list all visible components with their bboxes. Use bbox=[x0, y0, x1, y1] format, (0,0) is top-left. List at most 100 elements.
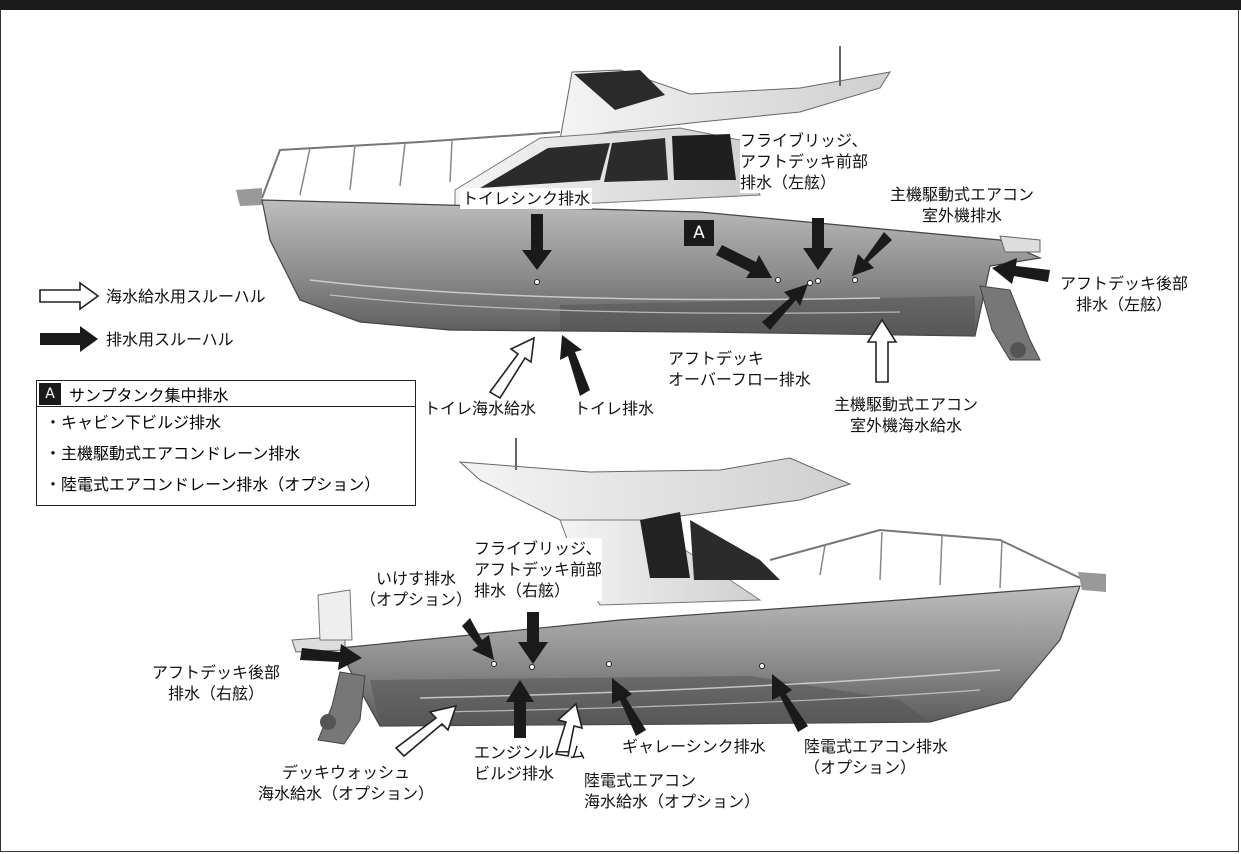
label-aircon-outdoor-drain: 主機駆動式エアコン 室外機排水 bbox=[890, 184, 1035, 226]
label-aircon-intake-l1: 主機駆動式エアコン bbox=[834, 395, 979, 414]
label-lower-flybridge: フライブリッジ、 アフトデッキ前部 排水（右舷） bbox=[474, 538, 603, 601]
diagram-frame bbox=[0, 10, 1239, 852]
legend-drain-arrow bbox=[40, 326, 98, 352]
upper-arrow-aft-rear bbox=[992, 258, 1050, 284]
upper-flybridge-shade bbox=[574, 70, 665, 110]
upper-strake-2 bbox=[329, 294, 901, 314]
upper-arrow-toilet-drain bbox=[560, 335, 590, 396]
upper-propeller bbox=[1010, 342, 1026, 358]
legend-intake-arrow bbox=[39, 281, 100, 311]
label-upper-flybridge-l1: フライブリッジ、 bbox=[740, 131, 868, 150]
lower-thruhull-flybridge bbox=[529, 664, 535, 670]
upper-thruhull-overflow bbox=[807, 280, 813, 286]
lower-arrow-flybridge bbox=[518, 612, 548, 664]
label-toilet-sink-drain: トイレシンク排水 bbox=[460, 188, 593, 209]
lower-thruhull-livewell bbox=[491, 661, 497, 667]
upper-window-1 bbox=[480, 143, 610, 188]
legend-intake-label: 海水給水用スルーハル bbox=[106, 287, 266, 306]
upper-strake-1 bbox=[309, 279, 881, 301]
label-engine-bilge: エンジンルーム ビルジ排水 bbox=[474, 742, 586, 784]
upper-window-2 bbox=[604, 138, 668, 182]
lower-propeller bbox=[320, 714, 336, 730]
upper-sump-badge: A bbox=[684, 220, 714, 246]
upper-swim-platform bbox=[999, 235, 1041, 253]
upper-thruhull-toilet-sink bbox=[534, 279, 540, 285]
sump-tank-box: A サンプタンク集中排水 ・キャビン下ビルジ排水 ・主機駆動式エアコンドレーン排… bbox=[36, 380, 416, 506]
upper-outdrive bbox=[979, 285, 1041, 361]
lower-window-2 bbox=[690, 520, 780, 580]
label-lower-flybridge-l3: 排水（右舷） bbox=[474, 581, 571, 600]
label-overflow-l1: アフトデッキ bbox=[668, 349, 765, 368]
label-shore-intake: 陸電式エアコン 海水給水（オプション） bbox=[584, 770, 760, 812]
upper-arrow-aircon-out bbox=[852, 232, 892, 276]
lower-rail-posts bbox=[819, 531, 1003, 589]
lower-thruhull-shore-drain bbox=[759, 663, 765, 669]
label-upper-aft-rear: アフトデッキ後部 排水（左舷） bbox=[1060, 273, 1188, 315]
label-shore-drain: 陸電式エアコン排水 （オプション） bbox=[804, 736, 948, 778]
lower-outdrive bbox=[317, 671, 366, 745]
label-upper-flybridge: フライブリッジ、 アフトデッキ前部 排水（左舷） bbox=[740, 130, 869, 193]
upper-arrow-toilet-intake bbox=[488, 336, 535, 400]
upper-anchor bbox=[236, 188, 262, 206]
lower-arrow-shore-drain bbox=[772, 674, 808, 732]
label-livewell-l1: いけす排水 bbox=[376, 569, 457, 588]
label-shore-drain-l2: （オプション） bbox=[804, 758, 917, 777]
label-lower-flybridge-l2: アフトデッキ前部 bbox=[474, 560, 603, 579]
label-livewell: いけす排水 （オプション） bbox=[360, 568, 472, 610]
label-shore-intake-l2: 海水給水（オプション） bbox=[584, 792, 761, 811]
label-livewell-l2: （オプション） bbox=[360, 590, 473, 609]
upper-arrow-sump bbox=[716, 245, 772, 278]
upper-window-3 bbox=[672, 134, 736, 180]
upper-thruhull-sump bbox=[775, 277, 781, 283]
label-lower-aft-rear: アフトデッキ後部 排水（右舷） bbox=[152, 662, 280, 704]
lower-arrow-galley bbox=[612, 678, 646, 736]
upper-arrow-flybridge bbox=[803, 218, 833, 270]
lower-arrow-deck-wash bbox=[394, 704, 458, 758]
upper-bow-rail bbox=[261, 131, 561, 199]
sump-badge: A bbox=[39, 382, 61, 405]
upper-hull-boottop bbox=[560, 296, 975, 336]
lower-thruhull-galley bbox=[606, 661, 612, 667]
top-bar bbox=[0, 0, 1241, 10]
lower-bow-rail bbox=[769, 528, 1081, 579]
label-shore-intake-l1: 陸電式エアコン bbox=[584, 771, 697, 790]
sump-item-engine-aircon-drain: ・主機駆動式エアコンドレーン排水 bbox=[45, 444, 301, 463]
label-aircon-intake: 主機駆動式エアコン 室外機海水給水 bbox=[834, 394, 978, 436]
label-aircon-outdoor-drain-l1: 主機駆動式エアコン bbox=[890, 185, 1035, 204]
upper-arrow-aircon-intake bbox=[866, 318, 898, 383]
lower-window-1 bbox=[640, 512, 690, 578]
label-upper-aft-rear-l1: アフトデッキ後部 bbox=[1060, 274, 1189, 293]
lower-transom-box bbox=[317, 589, 353, 641]
label-deck-wash-l1: デッキウォッシュ bbox=[282, 763, 411, 782]
legend-drain-label: 排水用スルーハル bbox=[106, 330, 234, 349]
upper-thruhull-flybridge bbox=[815, 278, 821, 284]
upper-arrow-overflow bbox=[762, 284, 808, 330]
label-lower-aft-rear-l1: アフトデッキ後部 bbox=[152, 663, 281, 682]
lower-strake-2 bbox=[439, 689, 981, 713]
sump-item-cabin-bilge: ・キャビン下ビルジ排水 bbox=[45, 413, 222, 432]
lower-flybridge bbox=[458, 457, 852, 521]
label-engine-bilge-l2: ビルジ排水 bbox=[474, 764, 555, 783]
sump-item-shore-aircon-drain: ・陸電式エアコンドレーン排水（オプション） bbox=[45, 475, 381, 494]
sump-tank-title: サンプタンク集中排水 bbox=[69, 385, 229, 405]
label-deck-wash-l2: 海水給水（オプション） bbox=[258, 784, 435, 803]
lower-arrow-shore-intake bbox=[554, 702, 584, 757]
upper-arrow-toilet-sink bbox=[522, 214, 552, 270]
label-toilet-drain: トイレ排水 bbox=[574, 399, 655, 418]
label-aircon-outdoor-drain-l2: 室外機排水 bbox=[922, 206, 1003, 225]
label-lower-aft-rear-l2: 排水（右舷） bbox=[168, 684, 265, 703]
label-toilet-intake: トイレ海水給水 bbox=[424, 399, 537, 418]
label-upper-flybridge-l2: アフトデッキ前部 bbox=[740, 152, 869, 171]
label-upper-flybridge-l3: 排水（左舷） bbox=[740, 173, 837, 192]
label-engine-bilge-l1: エンジンルーム bbox=[474, 743, 586, 762]
sump-tank-header: A サンプタンク集中排水 bbox=[37, 381, 415, 407]
label-overflow: アフトデッキ オーバーフロー排水 bbox=[668, 348, 811, 390]
lower-arrow-aft-rear bbox=[300, 644, 362, 670]
lower-arrow-engine-bilge bbox=[506, 680, 534, 738]
label-aircon-intake-l2: 室外機海水給水 bbox=[850, 416, 963, 435]
lower-arrow-livewell bbox=[462, 618, 494, 660]
lower-anchor bbox=[1078, 572, 1106, 592]
label-upper-aft-rear-l2: 排水（左舷） bbox=[1076, 295, 1173, 314]
label-lower-flybridge-l1: フライブリッジ、 bbox=[474, 539, 602, 558]
upper-rail-posts bbox=[299, 139, 453, 196]
